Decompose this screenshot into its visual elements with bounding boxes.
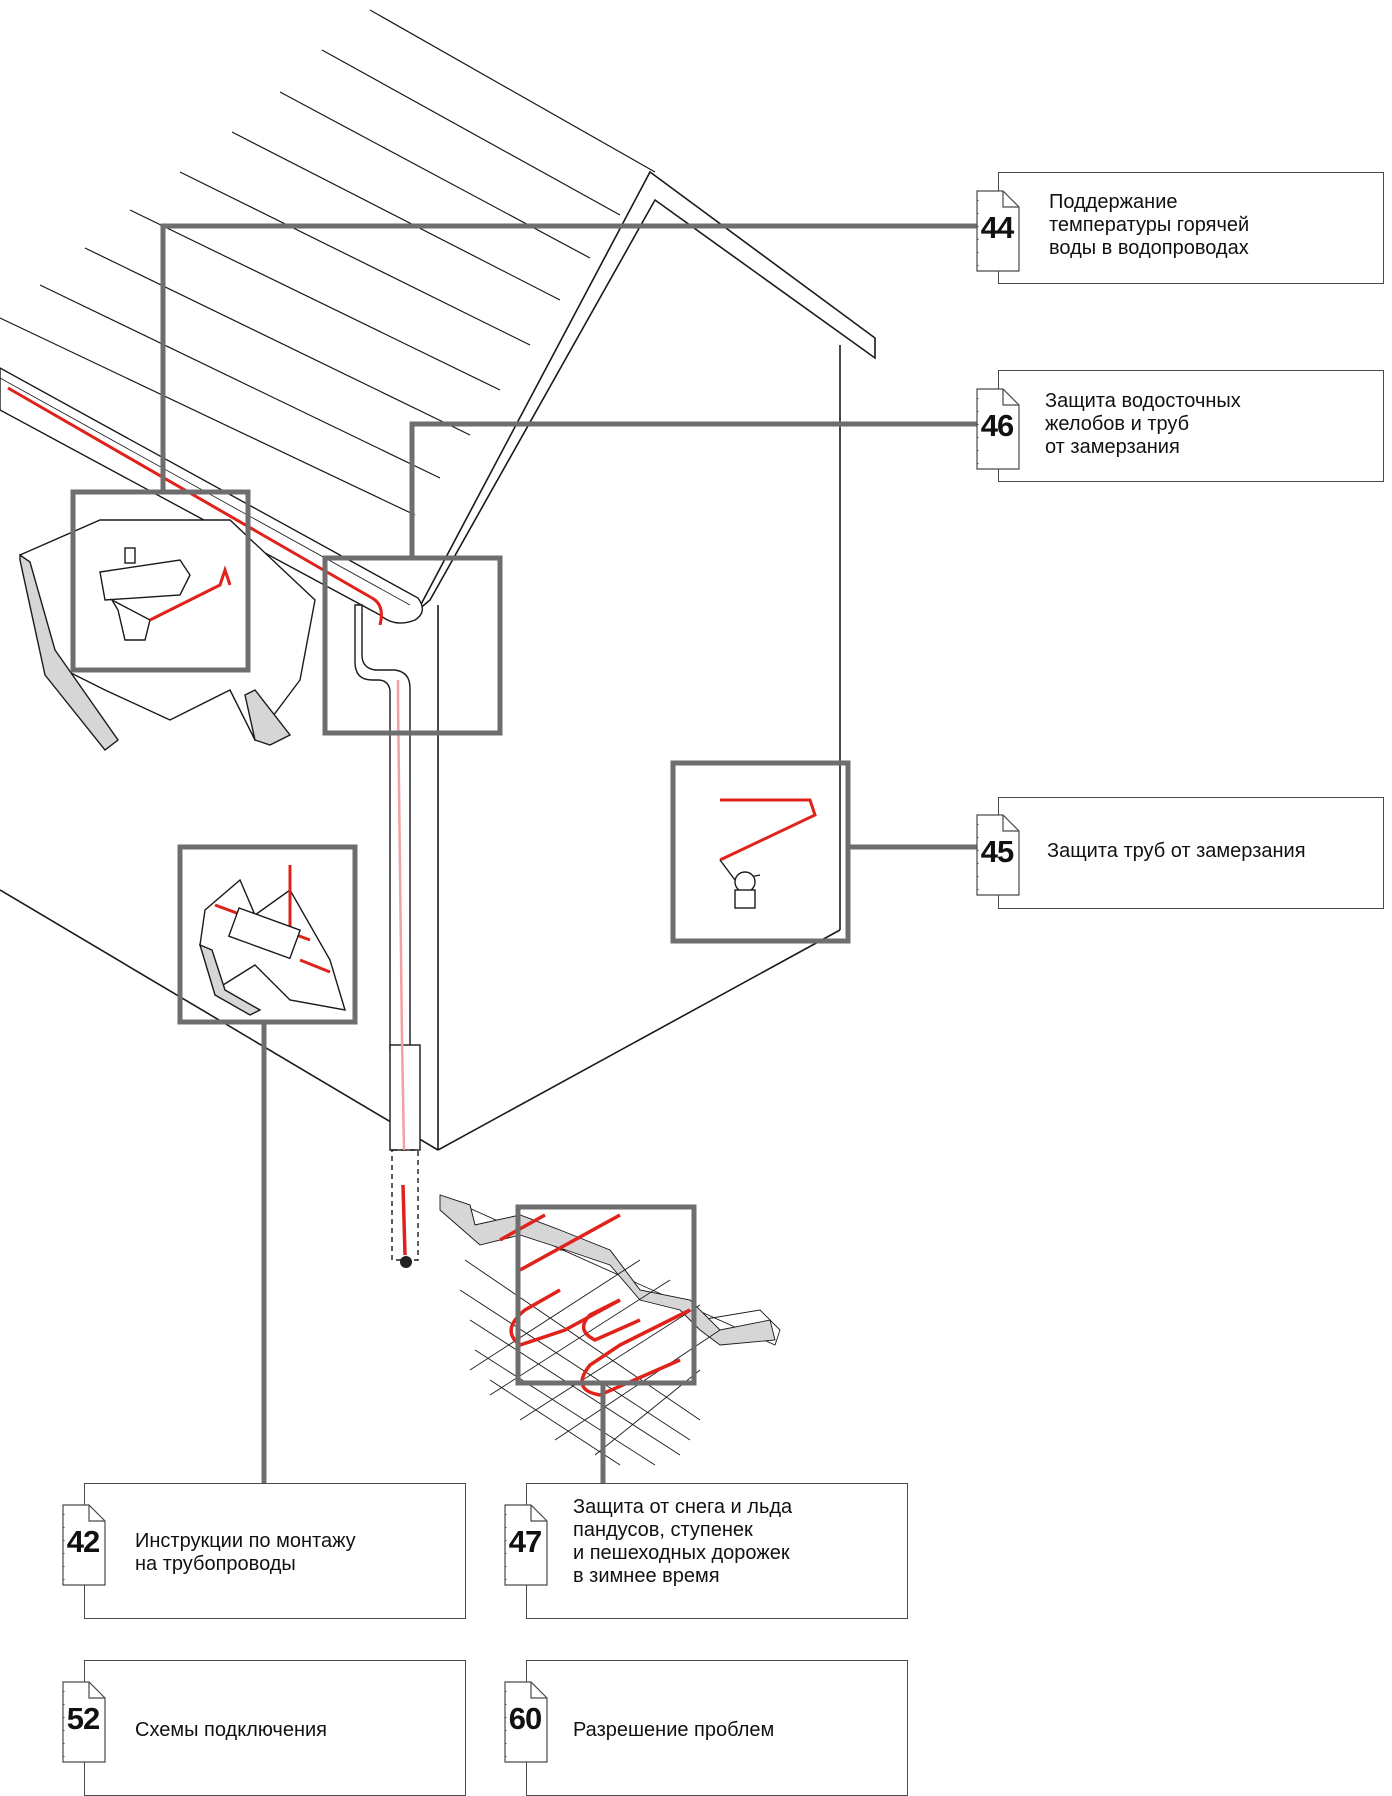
card-text: Разрешение проблем [573,1719,775,1741]
roof-planks [0,9,656,516]
page-number: 47 [508,1524,542,1559]
page-number: 45 [980,834,1014,869]
roof-gable [417,170,876,611]
pipe-valve-inset [719,798,817,909]
card-52[interactable]: 52 Схемы подключения [62,1660,466,1796]
page-icon: 60 [503,1681,548,1763]
downpipe [354,604,421,1261]
card-text: Схемы подключения [135,1719,328,1741]
page-icon: 42 [61,1504,106,1586]
card-60[interactable]: 60 Разрешение проблем [504,1660,908,1796]
callout-frames [70,223,998,1483]
card-45[interactable]: 45 Защита труб от замерзания [976,797,1384,909]
page-icon: 52 [61,1681,106,1763]
snow-melting-mesh [439,1194,781,1466]
page-number: 52 [66,1701,100,1736]
pipe-insulation-inset [198,865,346,1016]
bathroom-inset [19,519,316,751]
page-number: 44 [980,210,1014,245]
page-icon: 44 [975,190,1020,272]
card-text: Защита труб от замерзания [1047,840,1306,862]
page-icon: 47 [503,1504,548,1586]
page-icon: 46 [975,388,1020,470]
page-number: 60 [508,1701,542,1736]
page-number: 42 [66,1524,100,1559]
page-icon: 45 [975,814,1020,896]
page-number: 46 [980,408,1014,443]
